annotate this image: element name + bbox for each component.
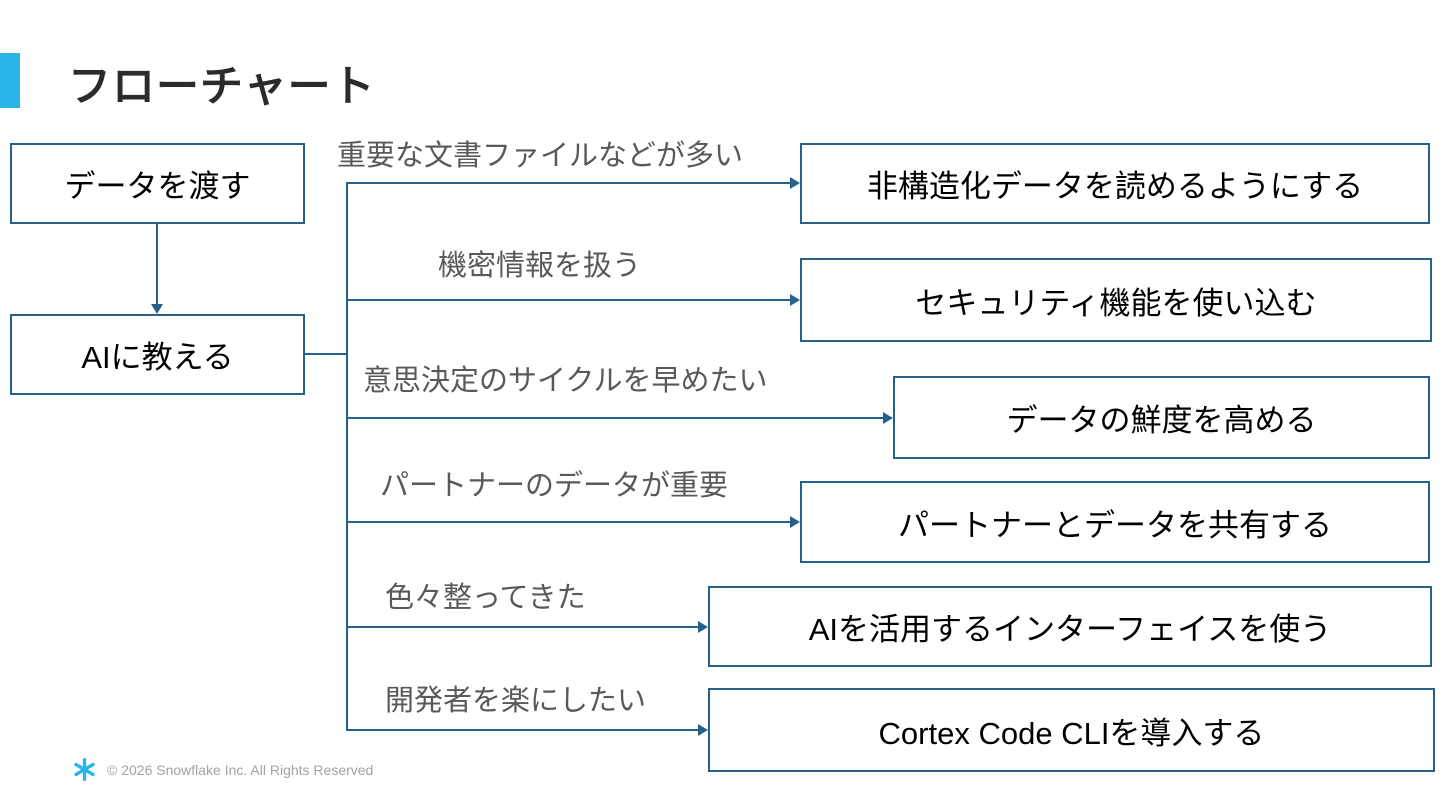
branch-line (346, 729, 699, 731)
flow-node-branch: セキュリティ機能を使い込む (800, 258, 1432, 342)
arrow-down-icon (151, 304, 163, 314)
arrow-right-icon (790, 294, 800, 306)
arrow-right-icon (698, 724, 708, 736)
arrow-right-icon (790, 177, 800, 189)
branch-line (346, 626, 699, 628)
branch-label: 意思決定のサイクルを早めたい (363, 365, 768, 397)
branch-line (346, 521, 791, 523)
flow-node-branch: 非構造化データを読めるようにする (800, 143, 1430, 224)
arrow-right-icon (883, 412, 893, 424)
flow-node-branch: Cortex Code CLIを導入する (708, 688, 1435, 772)
footer: © 2026 Snowflake Inc. All Rights Reserve… (72, 757, 373, 782)
snowflake-icon (72, 757, 97, 782)
branch-trunk-line (346, 182, 348, 731)
flow-node-branch: データの鮮度を高める (893, 376, 1430, 459)
branch-label: 機密情報を扱う (438, 250, 642, 282)
branch-label: 重要な文書ファイルなどが多い (337, 140, 744, 172)
branch-line (346, 417, 884, 419)
connector-start-to-hub (156, 224, 158, 305)
branch-line (346, 299, 791, 301)
flow-node-branch: AIを活用するインターフェイスを使う (708, 586, 1432, 667)
flow-node-branch: パートナーとデータを共有する (800, 481, 1430, 563)
flow-node-start: データを渡す (10, 143, 305, 224)
page-title: フローチャート (68, 63, 376, 111)
branch-label: 開発者を楽にしたい (385, 685, 647, 717)
branch-label: パートナーのデータが重要 (380, 470, 729, 502)
arrow-right-icon (698, 621, 708, 633)
connector-hub-to-trunk (305, 353, 348, 355)
branch-line (346, 182, 791, 184)
title-accent-bar (0, 53, 20, 108)
arrow-right-icon (790, 516, 800, 528)
flow-node-hub: AIに教える (10, 314, 305, 395)
branch-label: 色々整ってきた (385, 582, 586, 614)
copyright-text: © 2026 Snowflake Inc. All Rights Reserve… (107, 761, 374, 778)
